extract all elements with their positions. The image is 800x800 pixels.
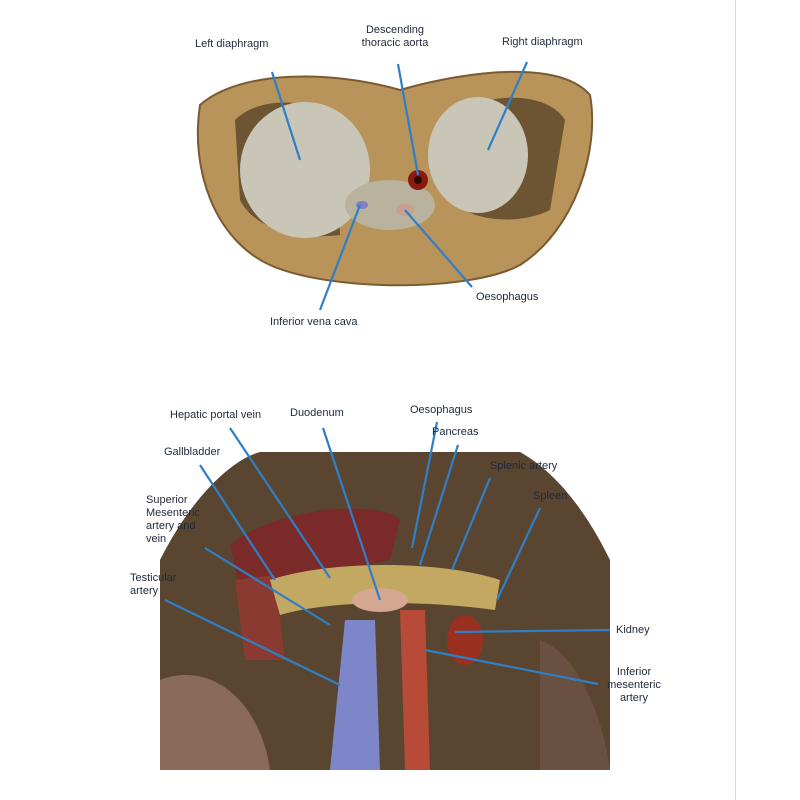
label-line: artery and xyxy=(146,520,196,532)
label-line: thoracic aorta xyxy=(361,37,429,49)
label-superior-mesenteric: Superior Mesenteric artery and vein xyxy=(146,494,200,546)
label-line: Inferior xyxy=(616,666,652,678)
label-inferior-mesenteric-artery: Inferior mesenteric artery xyxy=(598,666,670,705)
leader-ivc xyxy=(318,204,362,311)
leader-left-diaphragm xyxy=(270,71,302,161)
leader-sma xyxy=(204,547,331,626)
label-left-diaphragm: Left diaphragm xyxy=(195,38,269,50)
label-spleen: Spleen xyxy=(533,490,568,502)
kidney-organ xyxy=(447,615,483,665)
label-duodenum: Duodenum xyxy=(290,407,344,419)
label-splenic-artery: Splenic artery xyxy=(490,460,558,472)
right-diaphragm-dome xyxy=(428,97,528,213)
leader-duodenum xyxy=(321,427,382,601)
leader-hepatic-portal-vein xyxy=(229,427,331,579)
label-hepatic-portal-vein: Hepatic portal vein xyxy=(170,409,262,421)
leader-pancreas xyxy=(418,444,460,566)
label-pancreas: Pancreas xyxy=(432,426,479,438)
label-testicular-artery: Testicular artery xyxy=(130,572,176,598)
abdominal-aorta xyxy=(400,610,430,770)
leader-lines xyxy=(164,61,611,686)
label-right-diaphragm: Right diaphragm xyxy=(502,36,583,48)
label-line: Testicular xyxy=(130,572,177,584)
leader-kidney xyxy=(454,628,611,634)
leader-splenic-artery xyxy=(450,477,492,571)
label-line: Mesenteric xyxy=(146,507,200,519)
label-oesophagus-top: Oesophagus xyxy=(476,291,539,303)
leader-testicular-artery xyxy=(164,599,341,686)
label-oesophagus-bottom: Oesophagus xyxy=(410,404,473,416)
label-line: artery xyxy=(619,692,649,704)
leader-gallbladder xyxy=(199,464,276,581)
leader-ima xyxy=(424,648,599,686)
leader-right-diaphragm xyxy=(486,61,529,151)
label-line: Superior xyxy=(146,494,188,506)
abdominal-dissection xyxy=(160,452,610,770)
left-diaphragm-dome xyxy=(240,102,370,238)
diaphragm-specimen xyxy=(196,70,594,287)
leader-oesophagus-bottom xyxy=(410,421,439,549)
label-descending-thoracic-aorta: Descending thoracic aorta xyxy=(350,24,440,50)
label-inferior-vena-cava: Inferior vena cava xyxy=(270,316,358,328)
label-gallbladder: Gallbladder xyxy=(164,446,221,458)
leader-spleen xyxy=(496,507,541,601)
leader-aorta xyxy=(396,63,420,176)
page-edge-divider xyxy=(735,0,736,800)
leader-oesophagus-top xyxy=(404,209,473,288)
inferior-vena-cava xyxy=(330,620,380,770)
label-line: mesenteric xyxy=(607,679,661,691)
label-line: vein xyxy=(146,533,167,545)
label-line: artery xyxy=(130,585,159,597)
label-line: Descending xyxy=(365,24,425,36)
label-kidney: Kidney xyxy=(616,624,650,636)
